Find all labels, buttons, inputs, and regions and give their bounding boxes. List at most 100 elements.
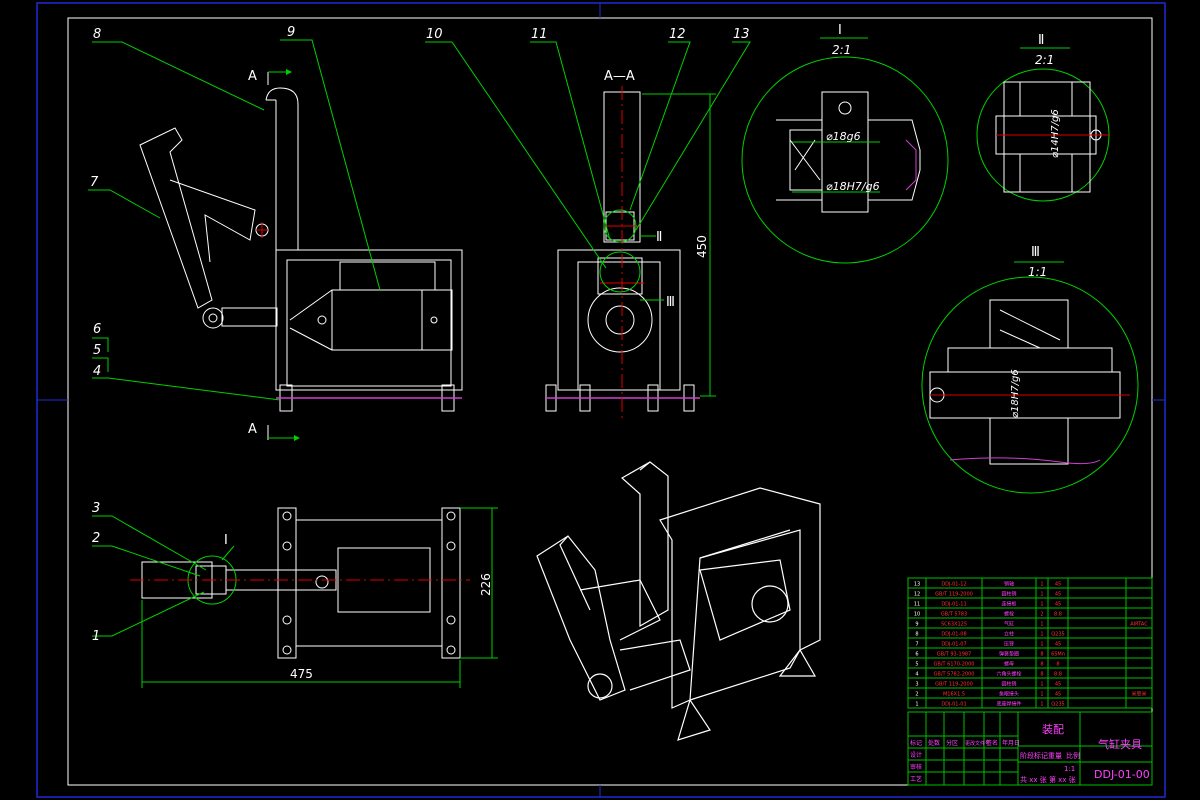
bom-cell: 底座焊接件 [996,701,1021,708]
bom-cell: 45 [1055,682,1061,688]
bom-cell: GB/T 119-2000 [935,682,973,688]
detail-ii-dim: ⌀14H7/g6 [1050,109,1061,158]
bom-cell: 5 [915,662,918,668]
bom-cell: 13 [914,582,920,588]
bom-cell: 螺栓 [1004,611,1014,618]
title-scale: 1:1 [1064,765,1075,773]
bom-cell: GB/T 5783 [941,612,967,618]
title-block [907,711,1153,786]
balloon-8: 8 [93,27,101,42]
bom-cell: 1 [1040,702,1043,708]
bom-cell: 1 [1040,602,1043,608]
bom-cell: 65Mn [1051,652,1065,658]
bom-cell: 2 [915,692,918,698]
bom-cell: 1 [1040,682,1043,688]
detail-circle-iii-callout [599,251,641,293]
bom-cell: 12 [914,592,920,598]
plan-view [141,507,461,659]
bom-cell: GB/T 6170-2000 [934,662,975,668]
title-signer-process: 工艺 [910,775,922,783]
detail-ii-mark: Ⅱ [1038,33,1044,48]
leaders-section [425,41,751,269]
balloon-13: 13 [733,27,750,42]
bom-cell: 气缸 [1004,621,1014,628]
bom-cell: 45 [1055,602,1061,608]
bom-cell: 1 [1040,592,1043,598]
detail-iii-mark: Ⅲ [1031,245,1040,260]
bom-cell: SC63X125 [941,622,967,628]
detail-i-mark: Ⅰ [838,23,842,38]
detail-i-scale: 2:1 [832,43,851,57]
balloon-4: 4 [93,364,101,379]
bom-cell: 米思米 [1131,691,1146,698]
balloon-2: 2 [92,531,100,546]
bom-cell: 45 [1055,582,1061,588]
bom-cell: 1 [915,702,918,708]
bom-cell: 8 [1040,662,1043,668]
balloon-5: 5 [93,343,101,358]
balloon-6: 6 [93,322,101,337]
leaders-front [88,39,381,401]
bom-cell: 45 [1055,692,1061,698]
bom-cell: GB/T 5782-2000 [934,672,975,678]
detail-ii [976,47,1110,202]
bom-cell: 1 [1040,582,1043,588]
bom-cell: 8.8 [1054,672,1062,678]
detail-i-dim-a: ⌀18g6 [826,130,861,143]
bom-cell: 10 [914,612,920,618]
title-drawing-name: 气缸夹具 [1098,737,1142,751]
title-row-label-0: 标记 [910,739,922,747]
detail-iii-scale: 1:1 [1028,265,1047,279]
bom-cell: Q235 [1051,702,1064,708]
title-signer-review: 审核 [910,763,922,771]
title-drawing-number: DDJ-01-00 [1094,768,1150,781]
balloon-10: 10 [426,27,443,42]
section-cut-marks [267,69,300,441]
balloon-1: 1 [92,629,100,644]
bom-cell: 圆柱销 [1001,591,1016,598]
bom-cell: M16X1.5 [943,692,965,698]
callout-ii: Ⅱ [656,230,662,245]
bom-cell: DDJ-01-11 [941,602,966,608]
sheet-frame [36,2,1166,798]
isometric-view [536,461,821,741]
bom-cell: 11 [914,602,920,608]
bom-cell: 9 [915,622,918,628]
balloon-9: 9 [287,25,295,40]
bom-cell: 8 [1040,652,1043,658]
title-row-label-3: 更改文件号 [965,740,990,747]
bom-cell: 6 [915,652,918,658]
title-stage-label: 阶段标记 [1020,751,1048,760]
bom-cell: GB/T 119-2000 [935,592,973,598]
bom-cell: 鱼眼接头 [999,691,1019,698]
bom-cell: Q235 [1051,632,1064,638]
bom-cell: 3 [915,682,918,688]
detail-iii-dim: ⌀18H7/g6 [1010,369,1021,418]
dim-depth: 226 [479,573,493,596]
bom-cell: 螺母 [1004,661,1014,668]
callout-iii: Ⅲ [666,295,675,310]
title-ratio-label: 比例 [1066,751,1080,760]
dim-height: 450 [695,235,709,258]
dimension-plan [141,507,498,688]
bom-cell: DDJ-01-12 [941,582,966,588]
balloon-12: 12 [669,27,686,42]
bom-cell: DDJ-01-08 [941,632,966,638]
section-title: A—A [604,69,635,84]
bom-cell: 45 [1055,592,1061,598]
front-view [139,87,463,412]
bom-cell: 1 [1040,632,1043,638]
bom-cell: 压臂 [1004,641,1014,648]
bom-cell: 4 [915,672,918,678]
detail-i-dim-b: ⌀18H7/g6 [826,180,880,193]
callout-i: Ⅰ [224,533,228,548]
bom-cell: 7 [915,642,918,648]
section-mark-bottom: A [248,422,257,437]
title-row-label-5: 年月日 [1002,739,1020,747]
detail-iii [921,261,1139,494]
bom-cell: DDJ-01-07 [941,642,966,648]
dim-length: 475 [290,667,313,681]
balloon-3: 3 [92,501,100,516]
title-sheet-info: 共 xx 张 第 xx 张 [1020,775,1076,784]
title-weight-label: 重量 [1048,752,1062,760]
